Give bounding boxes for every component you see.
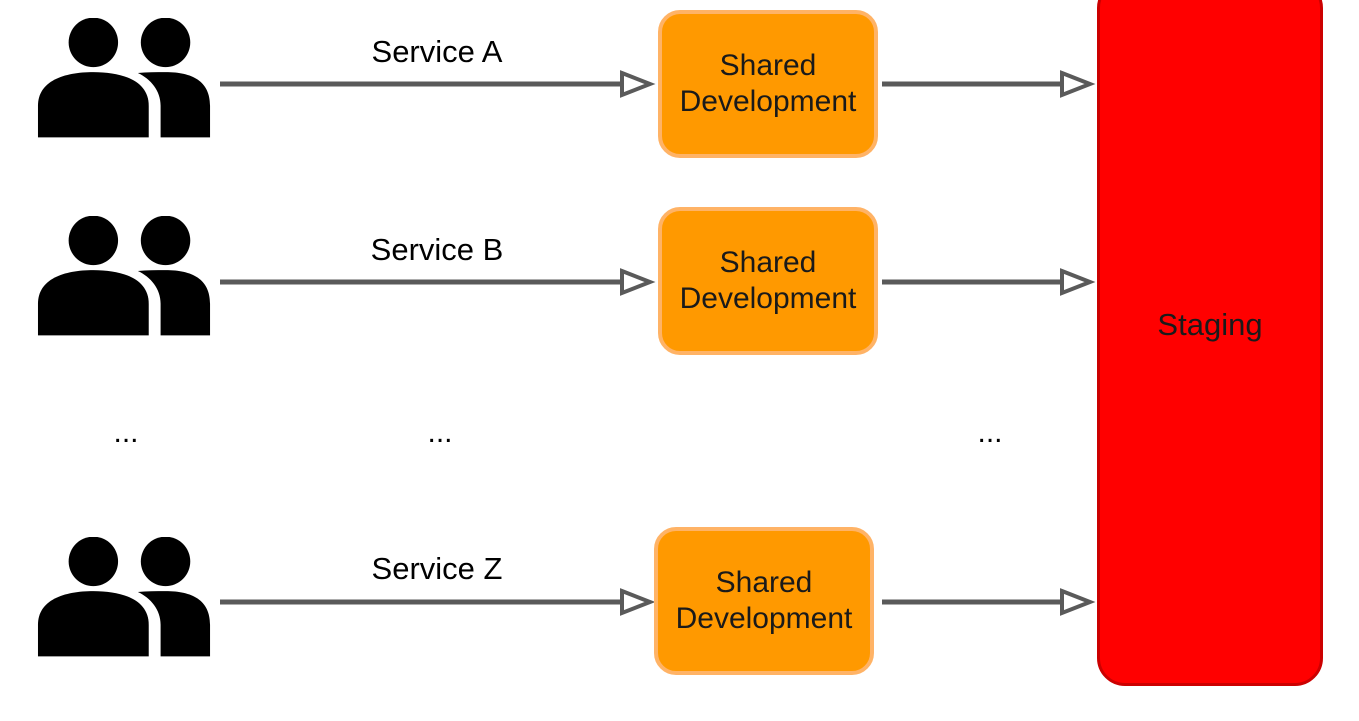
- shared-development-label: Shared Development: [679, 49, 857, 118]
- ellipsis-services: ...: [427, 416, 453, 449]
- service-label-a: Service A: [371, 34, 503, 69]
- ellipsis-users: ...: [113, 416, 139, 449]
- service-label-z: Service Z: [371, 551, 503, 586]
- staging-label: Staging: [1157, 307, 1263, 342]
- service-a-arrow-head: [620, 70, 656, 98]
- service-z-arrow-head: [620, 588, 656, 616]
- dev-a-to-staging-head: [1060, 70, 1096, 98]
- dev-b-to-staging-head: [1060, 268, 1096, 296]
- shared-development-box-z: Shared Development: [654, 527, 874, 675]
- shared-development-box-a: Shared Development: [658, 10, 878, 158]
- staging-box: Staging: [1097, 0, 1323, 686]
- service-label-b: Service B: [370, 232, 504, 267]
- shared-development-label: Shared Development: [675, 566, 853, 635]
- users-icon: [37, 18, 211, 138]
- service-b-arrow-head: [620, 268, 656, 296]
- users-icon: [37, 537, 211, 657]
- dev-z-to-staging-head: [1060, 588, 1096, 616]
- ellipsis-arrows: ...: [977, 416, 1003, 449]
- users-icon: [37, 216, 211, 336]
- shared-development-label: Shared Development: [679, 246, 857, 315]
- shared-development-box-b: Shared Development: [658, 207, 878, 355]
